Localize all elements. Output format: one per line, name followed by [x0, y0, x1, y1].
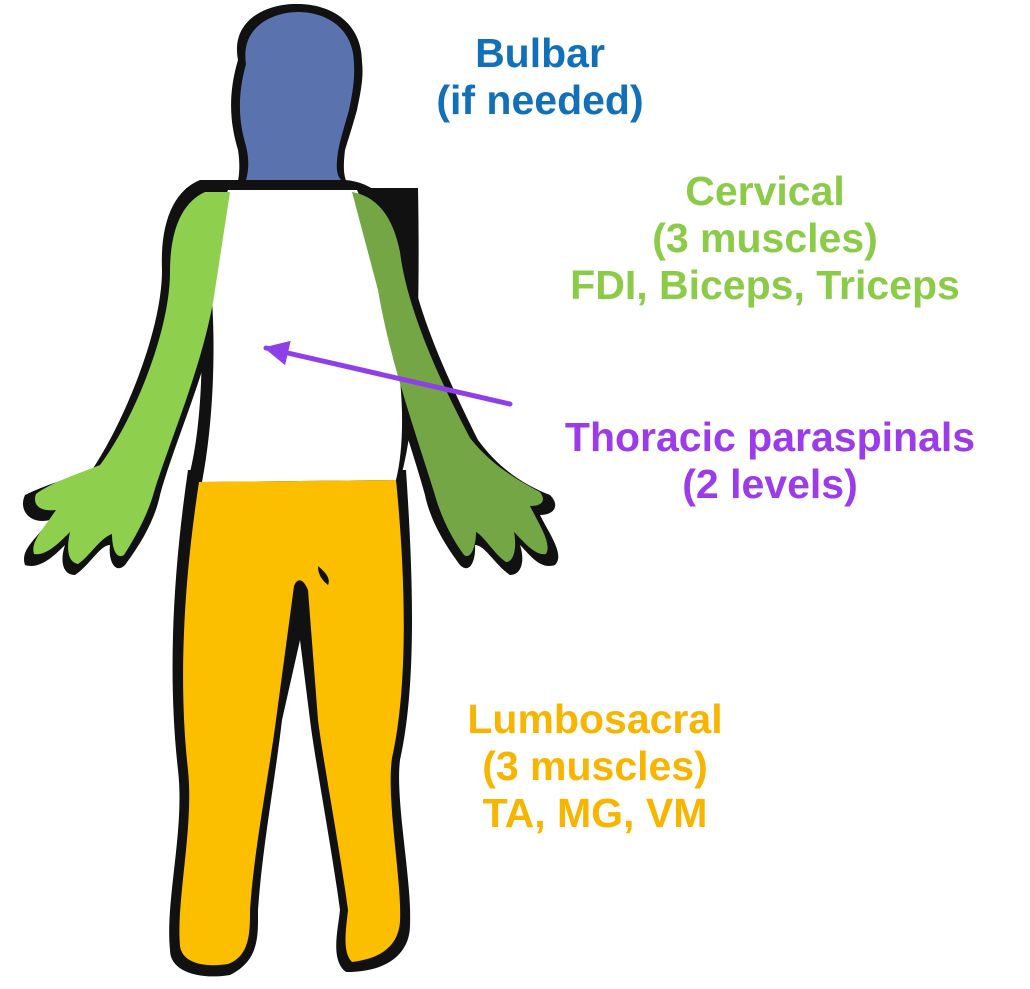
- cervical-label: Cervical (3 muscles) FDI, Biceps, Tricep…: [520, 168, 1010, 309]
- cervical-count: (3 muscles): [520, 215, 1010, 262]
- thoracic-levels: (2 levels): [515, 461, 1025, 508]
- thoracic-label: Thoracic paraspinals (2 levels): [515, 414, 1025, 508]
- thoracic-title: Thoracic paraspinals: [515, 414, 1025, 461]
- legs-region: [179, 480, 403, 965]
- lumbosacral-label: Lumbosacral (3 muscles) TA, MG, VM: [430, 696, 760, 837]
- bulbar-label: Bulbar (if needed): [400, 30, 680, 124]
- bulbar-subtitle: (if needed): [400, 77, 680, 124]
- lumbosacral-muscles: TA, MG, VM: [430, 790, 760, 837]
- lumbosacral-title: Lumbosacral: [430, 696, 760, 743]
- bulbar-title: Bulbar: [400, 30, 680, 77]
- bulbar-region: [240, 12, 354, 180]
- cervical-muscles: FDI, Biceps, Triceps: [520, 262, 1010, 309]
- cervical-title: Cervical: [520, 168, 1010, 215]
- lumbosacral-count: (3 muscles): [430, 743, 760, 790]
